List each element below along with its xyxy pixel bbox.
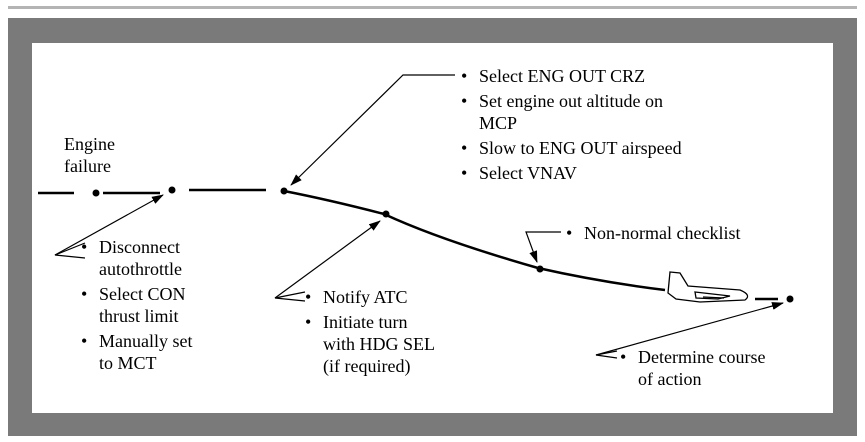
list-item: • Non-normal checklist [566, 222, 740, 244]
waypoint-eng-out-crz [280, 187, 288, 195]
waypoint-atc [382, 210, 390, 218]
list-item: • Select ENG OUT CRZ [461, 65, 682, 87]
path-segment [283, 189, 666, 292]
action-notify-atc: Notify ATC [323, 287, 408, 307]
bullet: • [81, 331, 88, 351]
leader-atc [274, 220, 381, 299]
checklist-actions: • Non-normal checklist [566, 222, 740, 247]
bullet: • [620, 347, 627, 367]
leader-atc-bracket [274, 291, 306, 302]
list-item: • Notify ATC [305, 286, 435, 308]
leader-course [595, 302, 784, 356]
bullet: • [461, 163, 468, 183]
waypoint-checklist [536, 265, 544, 273]
waypoint-engine-failure [92, 189, 100, 197]
cruise-actions: • Select ENG OUT CRZ • Set engine out alti… [461, 65, 682, 187]
action-select-vnav: Select VNAV [479, 163, 577, 183]
bullet: • [461, 138, 468, 158]
waypoints [92, 186, 794, 303]
bullet: • [81, 284, 88, 304]
action-slow-to-eng-out-airspeed: Slow to ENG OUT airspeed [479, 138, 682, 158]
action-set-engine-out-altitude: Set engine out altitude on MCP [479, 91, 663, 133]
leader-autothrottle [54, 194, 164, 256]
bullet: • [81, 237, 88, 257]
atc-actions: • Notify ATC • Initiate turn with HDG SEL … [305, 286, 435, 380]
action-determine-course: Determine course of action [638, 347, 766, 389]
list-item: • Disconnect autothrottle [81, 236, 192, 280]
leader-lines [54, 74, 784, 359]
list-item: • Slow to ENG OUT airspeed [461, 137, 682, 159]
engine-failure-line-1: Engine [64, 134, 115, 154]
leader-eng-out-crz [290, 74, 455, 186]
action-select-con-thrust: Select CON thrust limit [99, 284, 186, 326]
bullet: • [461, 91, 468, 111]
list-item: • Select VNAV [461, 162, 682, 184]
list-item: • Select CON thrust limit [81, 283, 192, 327]
action-disconnect-autothrottle: Disconnect autothrottle [99, 237, 182, 279]
list-item: • Initiate turn with HDG SEL (if required… [305, 311, 435, 377]
final-actions: • Determine course of action [620, 346, 765, 393]
bullet: • [566, 223, 573, 243]
action-non-normal-checklist: Non-normal checklist [584, 223, 741, 243]
waypoint-course [786, 295, 794, 303]
airplane-icon [667, 271, 749, 303]
engine-failure-line-2: failure [64, 156, 111, 176]
engine-failure-label: Engine failure [64, 133, 115, 177]
list-item: • Determine course of action [620, 346, 765, 390]
bullet: • [305, 312, 312, 332]
action-select-eng-out-crz: Select ENG OUT CRZ [479, 66, 646, 86]
bullet: • [305, 287, 312, 307]
top-rule [8, 6, 857, 9]
list-item: • Set engine out altitude on MCP [461, 90, 682, 134]
list-item: • Manually set to MCT [81, 330, 192, 374]
waypoint-autothrottle [168, 186, 176, 194]
leader-checklist [525, 231, 561, 263]
bullet: • [461, 66, 468, 86]
engine-failure-actions: • Disconnect autothrottle • Select CON thr… [81, 236, 192, 377]
action-manually-set-mct: Manually set to MCT [99, 331, 193, 373]
action-initiate-turn: Initiate turn with HDG SEL (if required) [323, 312, 435, 376]
diagram-area [32, 43, 833, 413]
flight-path [38, 188, 778, 301]
